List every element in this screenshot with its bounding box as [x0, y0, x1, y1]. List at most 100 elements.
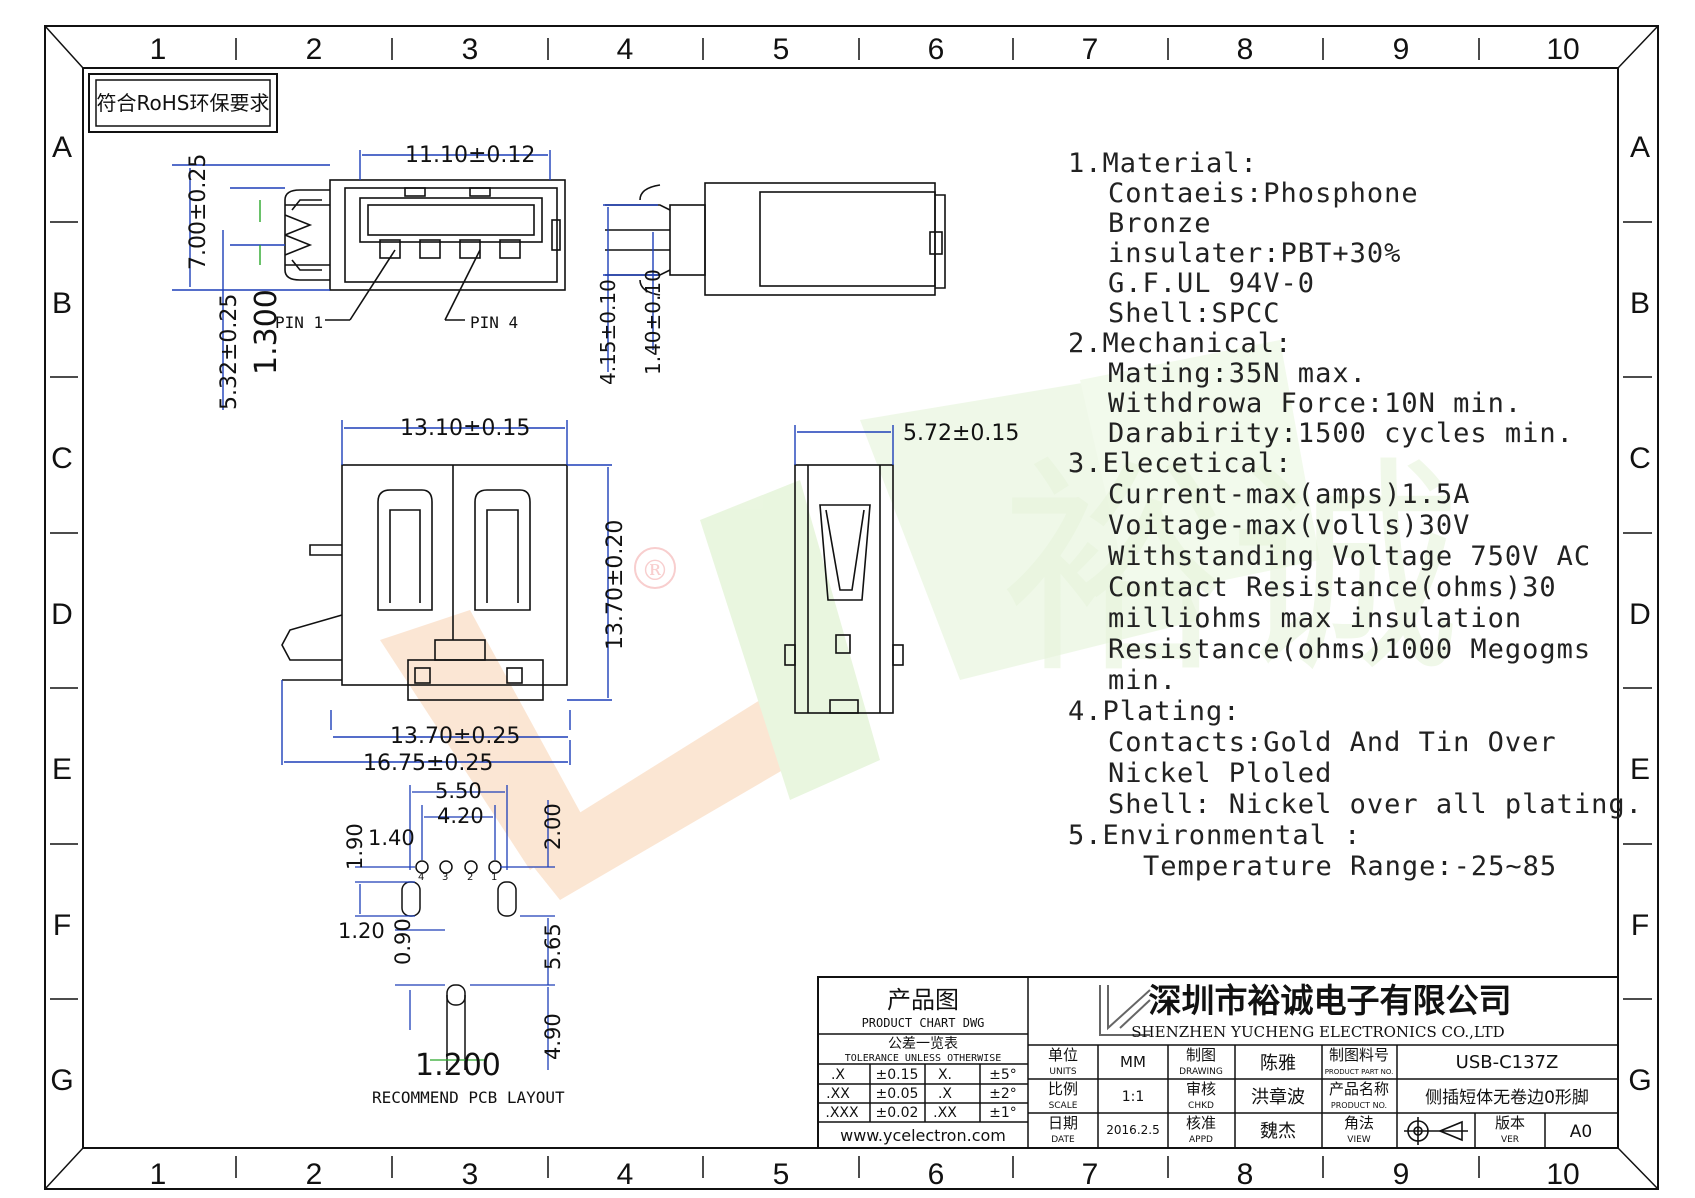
column-label: 3: [462, 1158, 479, 1191]
column-label: 2: [306, 1158, 323, 1191]
label-en: DATE: [1051, 1135, 1075, 1145]
note-line: Temperature Range:-25~85: [1143, 851, 1557, 882]
row-label: E: [1630, 753, 1650, 786]
label-cn: 产品名称: [1329, 1080, 1389, 1098]
front-view-dims: [281, 420, 612, 765]
dim-label: 13.70±0.20: [603, 520, 628, 650]
note-line: min.: [1108, 665, 1177, 696]
tolerance-cell: ±5°: [989, 1067, 1017, 1083]
column-label: 2: [306, 33, 323, 66]
label-cn: 制图料号: [1329, 1046, 1389, 1064]
row-labels-right: A B C D E F G: [1628, 131, 1651, 1097]
projection-symbol-icon: [1404, 1117, 1468, 1145]
row-label: C: [51, 442, 73, 475]
dim-label: 5.32±0.25: [217, 294, 242, 410]
tolerance-cell: ±0.02: [876, 1105, 919, 1121]
tolerance-cell: .XXX: [825, 1105, 859, 1121]
dim-label: 1.300: [249, 289, 284, 375]
rohs-stamp: 符合RoHS环保要求: [88, 73, 278, 133]
tolerance-cell: ±0.05: [876, 1086, 919, 1102]
column-label: 3: [462, 33, 479, 66]
company-name-cn: 深圳市裕诚电子有限公司: [1149, 981, 1512, 1020]
note-heading: 4.Plating:: [1068, 696, 1241, 727]
column-label: 7: [1082, 33, 1099, 66]
tolerance-cell: .X: [938, 1086, 952, 1102]
row-label: G: [50, 1064, 73, 1097]
label-en: PRODUCT NO.: [1331, 1101, 1387, 1110]
label-cn: 核准: [1186, 1114, 1216, 1132]
tolerance-title-cn: 公差一览表: [888, 1036, 958, 1052]
column-label: 10: [1546, 1158, 1579, 1191]
note-line: Resistance(ohms)1000 Megogms: [1108, 634, 1591, 665]
pin-number: 4: [418, 872, 424, 883]
row-labels-left: A B C D E F G: [50, 131, 73, 1097]
pcb-layout-dims: [355, 785, 555, 1070]
column-label: 8: [1237, 1158, 1254, 1191]
value-date: 2016.2.5: [1106, 1123, 1159, 1137]
rohs-text: 符合RoHS环保要求: [97, 91, 270, 115]
dim-label: 5.72±0.15: [903, 421, 1019, 446]
pcb-caption: RECOMMEND PCB LAYOUT: [372, 1088, 565, 1107]
company-logo: [1099, 985, 1151, 1036]
note-line: milliohms max insulation: [1108, 603, 1522, 634]
spec-notes: 1.Material: Contaeis:Phosphone Bronze in…: [1068, 148, 1643, 882]
side-view: [784, 464, 904, 714]
side-view-dims: [794, 425, 894, 465]
dim-label: 4.90: [541, 1013, 565, 1060]
value-chkd: 洪章波: [1251, 1087, 1305, 1108]
tolerance-title-en: TOLERANCE UNLESS OTHERWISE: [845, 1053, 1002, 1064]
column-label: 10: [1546, 33, 1579, 66]
top-view: [284, 179, 566, 321]
column-label: 4: [617, 33, 634, 66]
note-line: Nickel Ploled: [1108, 758, 1332, 789]
note-heading: 1.Material:: [1068, 148, 1258, 179]
front-view: [281, 464, 568, 701]
value-appd: 魏杰: [1260, 1121, 1296, 1142]
label-en: APPD: [1189, 1135, 1213, 1145]
note-line: Current-max(amps)1.5A: [1108, 479, 1470, 510]
side-view-top-dims: [603, 204, 658, 372]
dim-label: 1.40±0.10: [641, 269, 665, 375]
website: www.ycelectron.com: [840, 1126, 1006, 1145]
note-line: Contact Resistance(ohms)30: [1108, 572, 1557, 603]
row-label: A: [1630, 131, 1650, 164]
company-name-en: SHENZHEN YUCHENG ELECTRONICS CO.,LTD: [1131, 1023, 1504, 1041]
column-label: 1: [150, 33, 167, 66]
column-label: 7: [1082, 1158, 1099, 1191]
label-cn: 版本: [1495, 1114, 1525, 1132]
column-label: 9: [1393, 33, 1410, 66]
pin-number: 3: [442, 872, 448, 883]
dim-label: 1.40: [368, 826, 415, 850]
tolerance-cell: .XX: [933, 1105, 957, 1121]
chart-title-cn: 产品图: [887, 986, 959, 1014]
tolerance-cell: .X: [831, 1067, 845, 1083]
pin-number: 2: [467, 872, 473, 883]
row-label: B: [52, 287, 72, 320]
note-line: Shell: Nickel over all plating.: [1108, 789, 1643, 820]
value-units: MM: [1120, 1053, 1146, 1071]
label-cn: 日期: [1048, 1114, 1078, 1132]
column-label: 5: [773, 1158, 790, 1191]
label-cn: 单位: [1048, 1046, 1078, 1064]
note-line: Withstanding Voltage 750V AC: [1108, 541, 1591, 572]
column-label: 8: [1237, 33, 1254, 66]
column-label: 4: [617, 1158, 634, 1191]
label-en: VER: [1501, 1135, 1519, 1145]
label-en: DRAWING: [1179, 1067, 1223, 1077]
note-line: Mating:35N max.: [1108, 358, 1367, 389]
dim-label: 13.70±0.25: [390, 724, 520, 749]
note-heading: 5.Environmental :: [1068, 820, 1361, 851]
pin-label: PIN 1: [275, 313, 323, 332]
tolerance-cell: X.: [938, 1067, 952, 1083]
dim-label: 5.65: [541, 923, 565, 970]
dim-label: 7.00±0.25: [186, 154, 211, 270]
note-heading: 2.Mechanical:: [1068, 328, 1292, 359]
value-drawing: 陈雅: [1260, 1053, 1296, 1074]
top-view-dim-text: 11.10±0.12 7.00±0.25 5.32±0.25 1.300 PIN…: [186, 143, 535, 410]
column-label: 6: [928, 1158, 945, 1191]
label-en: VIEW: [1347, 1135, 1370, 1145]
note-line: G.F.UL 94V-0: [1108, 268, 1315, 299]
label-cn: 制图: [1186, 1046, 1216, 1064]
tolerance-cell: ±2°: [989, 1086, 1017, 1102]
